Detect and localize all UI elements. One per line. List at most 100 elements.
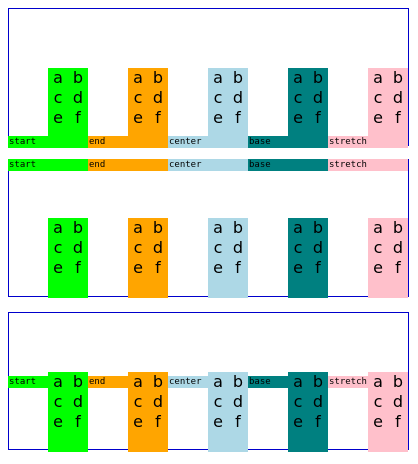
letter-b: b	[72, 218, 84, 237]
letter-e: e	[213, 108, 223, 127]
letter-d: d	[72, 88, 84, 107]
letter-f: f	[315, 108, 321, 127]
letter-e: e	[213, 412, 223, 431]
letter-a: a	[373, 68, 383, 87]
letter-c: c	[293, 238, 303, 257]
label-strip-stretch: stretch	[328, 159, 408, 171]
label-strip-base: base	[248, 159, 328, 171]
letter-e: e	[373, 412, 383, 431]
letter-a: a	[213, 372, 223, 391]
letter-e: e	[293, 258, 303, 277]
letter-c: c	[373, 238, 383, 257]
letter-b: b	[392, 372, 404, 391]
letter-c: c	[53, 392, 63, 411]
letter-b: b	[72, 372, 84, 391]
letter-f: f	[315, 412, 321, 431]
letter-f: f	[75, 258, 81, 277]
letter-d: d	[392, 392, 404, 411]
letter-d: d	[232, 238, 244, 257]
letter-e: e	[293, 108, 303, 127]
letter-b: b	[152, 372, 164, 391]
letter-d: d	[152, 392, 164, 411]
letter-c: c	[133, 88, 143, 107]
letter-c: c	[133, 392, 143, 411]
letter-f: f	[235, 258, 241, 277]
label-strip-end: end	[88, 159, 168, 171]
letter-a: a	[53, 68, 63, 87]
letter-e: e	[373, 108, 383, 127]
letter-a: a	[213, 218, 223, 237]
letter-e: e	[53, 258, 63, 277]
letter-d: d	[72, 392, 84, 411]
letter-f: f	[155, 258, 161, 277]
letter-e: e	[373, 258, 383, 277]
letter-a: a	[213, 68, 223, 87]
letter-c: c	[373, 88, 383, 107]
letter-e: e	[293, 412, 303, 431]
letter-f: f	[395, 258, 401, 277]
letter-b: b	[232, 218, 244, 237]
letter-d: d	[392, 88, 404, 107]
letter-c: c	[53, 88, 63, 107]
letter-d: d	[232, 392, 244, 411]
letter-c: c	[53, 238, 63, 257]
letter-d: d	[392, 238, 404, 257]
letter-a: a	[133, 372, 143, 391]
letter-e: e	[133, 258, 143, 277]
letter-a: a	[293, 68, 303, 87]
letter-e: e	[133, 412, 143, 431]
letter-b: b	[152, 218, 164, 237]
letter-e: e	[53, 108, 63, 127]
letter-f: f	[395, 412, 401, 431]
letter-c: c	[213, 392, 223, 411]
letter-d: d	[152, 88, 164, 107]
letter-b: b	[312, 218, 324, 237]
letter-b: b	[152, 68, 164, 87]
letter-d: d	[232, 88, 244, 107]
letter-a: a	[53, 218, 63, 237]
letter-b: b	[72, 68, 84, 87]
letter-f: f	[155, 108, 161, 127]
letter-f: f	[75, 108, 81, 127]
letter-c: c	[133, 238, 143, 257]
letter-f: f	[235, 412, 241, 431]
letter-b: b	[392, 68, 404, 87]
label-strip-start: start	[8, 159, 88, 171]
letter-e: e	[53, 412, 63, 431]
letter-d: d	[312, 392, 324, 411]
letter-b: b	[312, 68, 324, 87]
letter-a: a	[133, 68, 143, 87]
letter-c: c	[293, 88, 303, 107]
letter-b: b	[232, 372, 244, 391]
letter-b: b	[232, 68, 244, 87]
letter-c: c	[373, 392, 383, 411]
letter-f: f	[315, 258, 321, 277]
letter-f: f	[395, 108, 401, 127]
letter-e: e	[133, 108, 143, 127]
letter-d: d	[312, 238, 324, 257]
letter-c: c	[213, 88, 223, 107]
letter-a: a	[373, 372, 383, 391]
letter-e: e	[213, 258, 223, 277]
letter-f: f	[75, 412, 81, 431]
letter-b: b	[392, 218, 404, 237]
label-strip-center: center	[168, 159, 248, 171]
letter-a: a	[293, 218, 303, 237]
letter-f: f	[155, 412, 161, 431]
letter-f: f	[235, 108, 241, 127]
letter-c: c	[293, 392, 303, 411]
